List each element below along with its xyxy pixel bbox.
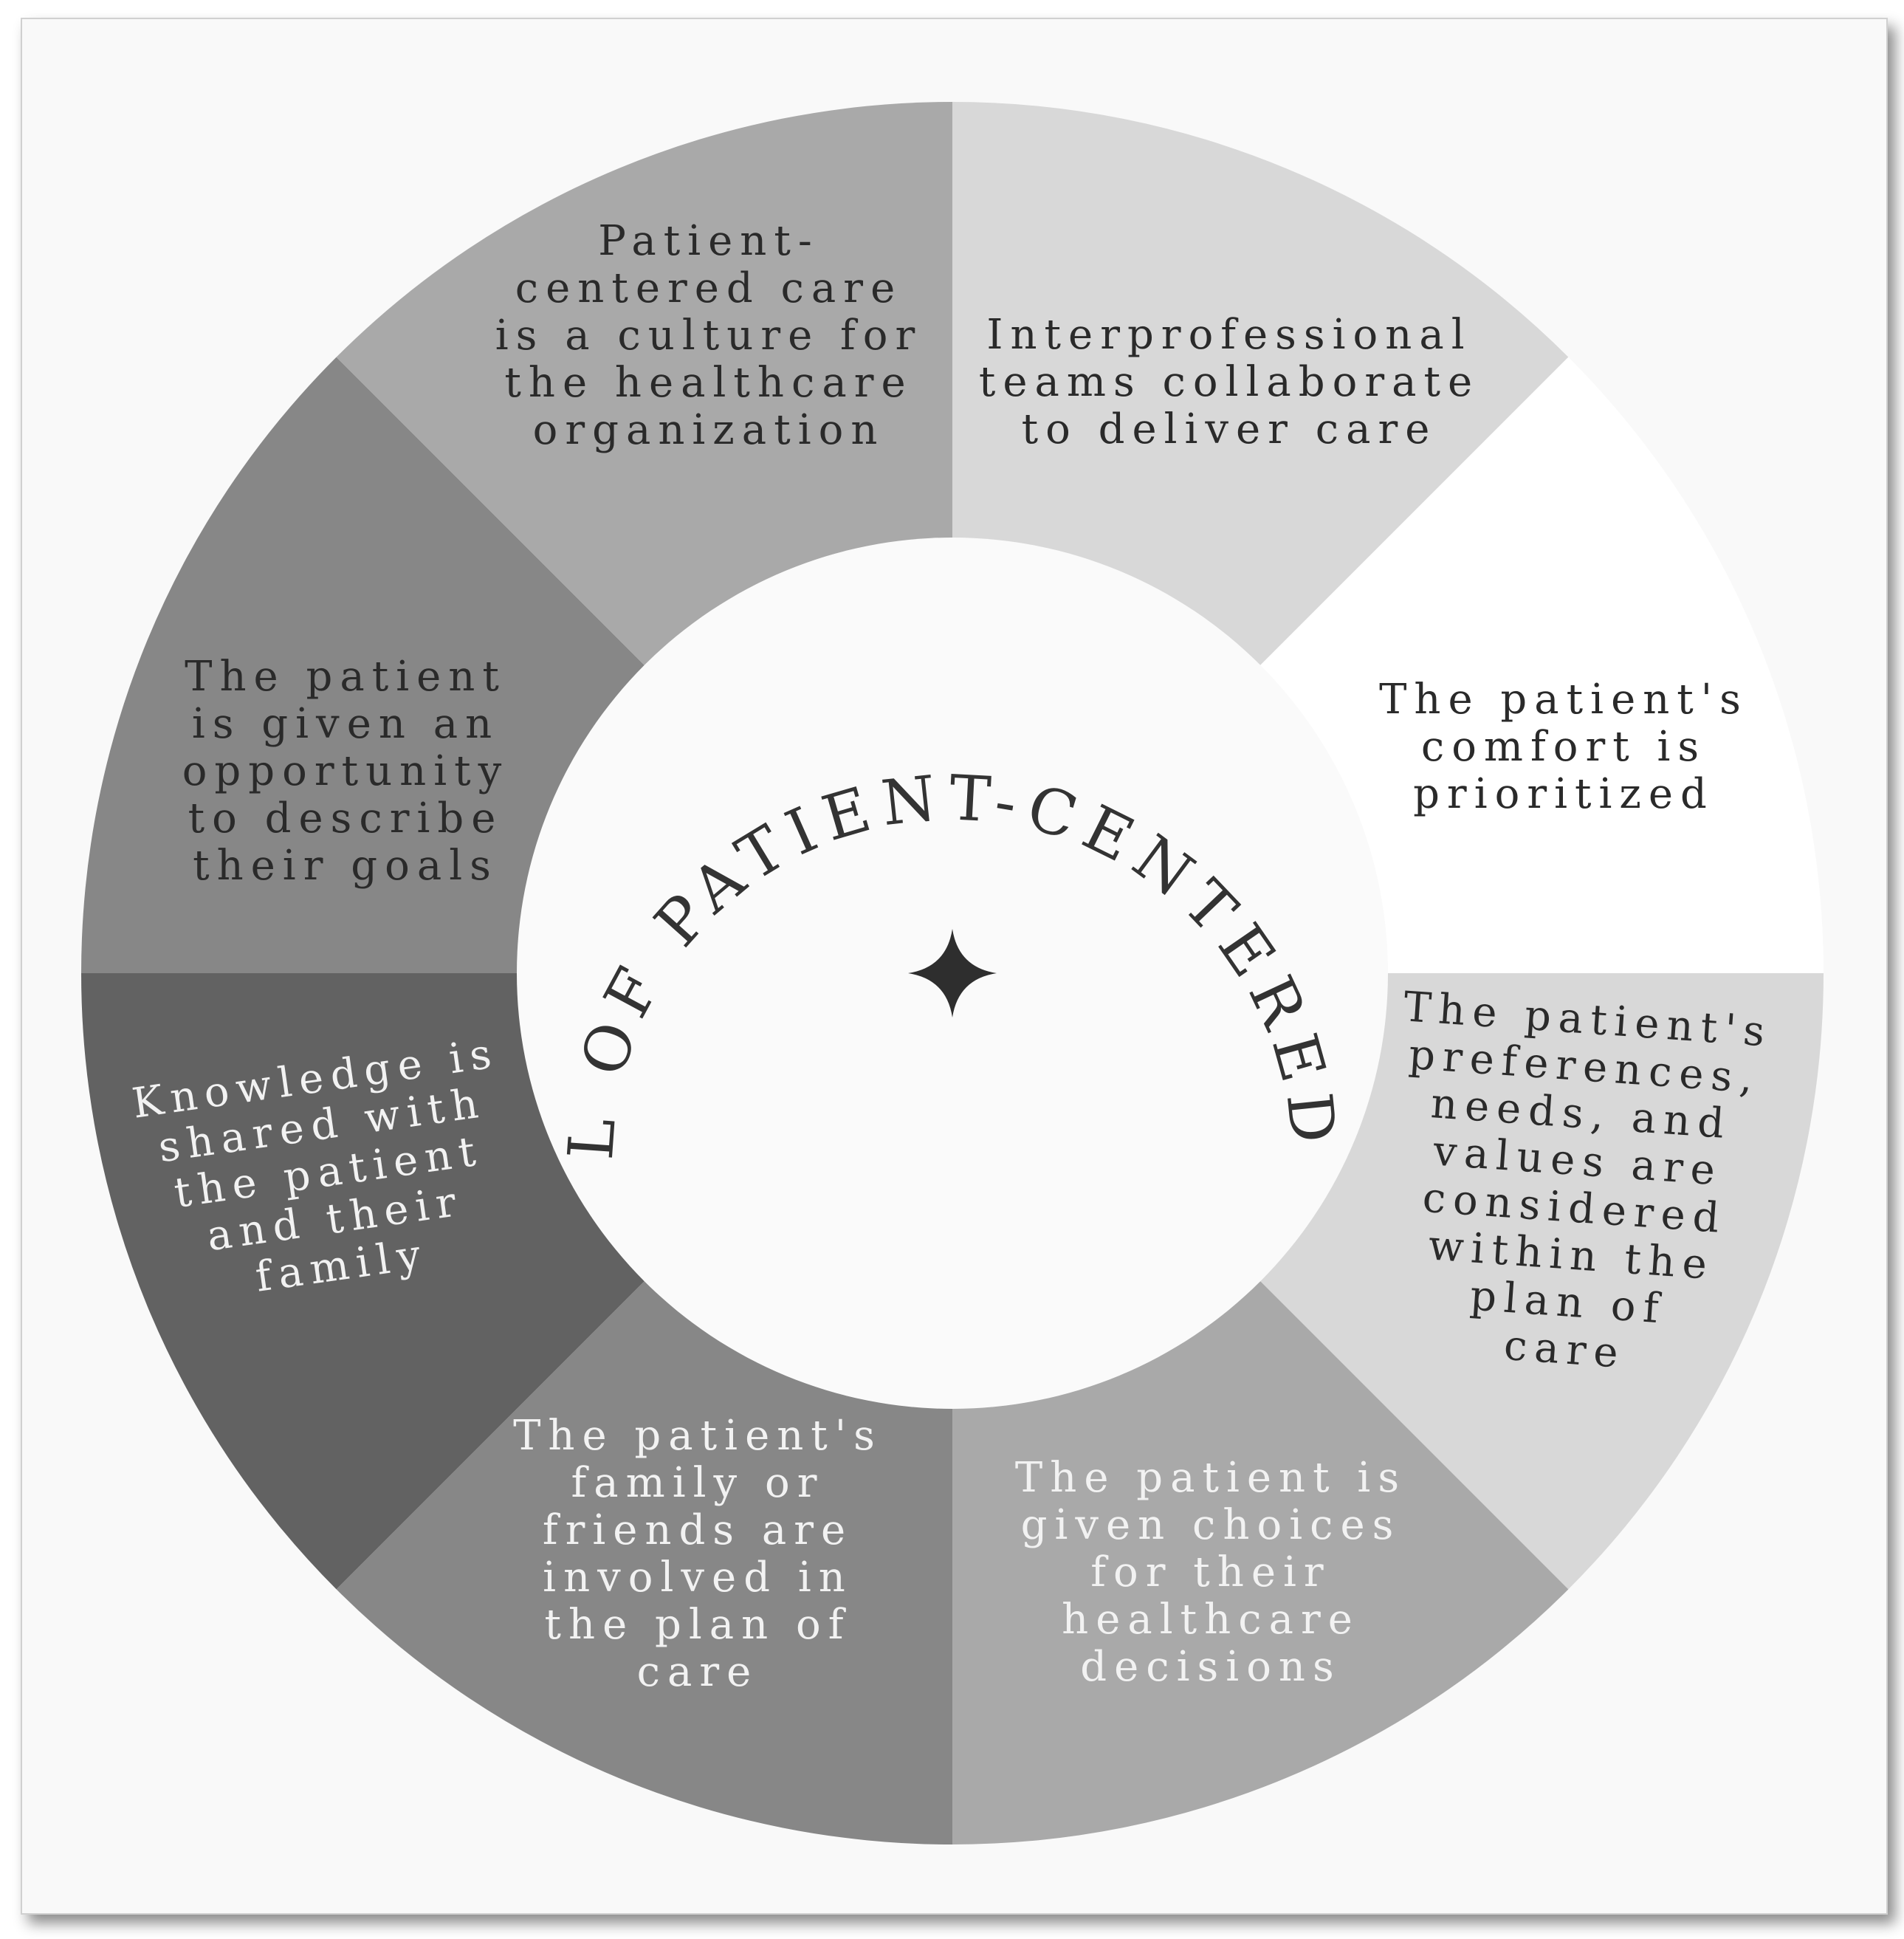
segment-label-line: organization (533, 406, 885, 454)
segment-label-line: The patient (185, 653, 506, 701)
four-point-star-icon (908, 929, 997, 1017)
segment-label-line: The patient's (513, 1412, 882, 1460)
segment-label-line: to deliver care (1022, 405, 1437, 453)
segment-label-line: involved in (543, 1554, 853, 1602)
segment-label-line: care (637, 1648, 759, 1696)
segment-label-line: for their (1090, 1548, 1330, 1596)
segment-label-line: care (1502, 1322, 1627, 1378)
segment-label-line: decisions (1080, 1643, 1341, 1691)
segment-label-line: Interprofessional (986, 311, 1471, 359)
segment-label-line: is given an (192, 700, 499, 748)
segment-label-line: centered care (515, 264, 902, 312)
segment-label-line: prioritized (1413, 770, 1714, 818)
segment-label-line: the healthcare (504, 359, 913, 407)
segment-label-line: opportunity (182, 747, 509, 795)
segment-label-knowledge: Knowledge isshared withthe patientand th… (129, 1029, 528, 1315)
segment-label-line: The patient is (1015, 1454, 1406, 1502)
segment-label-line: is a culture for (495, 312, 922, 360)
segment-label-line: Patient- (598, 217, 819, 265)
segment-label-line: comfort is (1421, 723, 1706, 771)
segment-label-line: The patient's (1379, 676, 1748, 724)
segment-label-line: teams collaborate (979, 358, 1479, 406)
segment-label-line: the plan of (545, 1601, 851, 1649)
segment-label-line: to describe (188, 795, 504, 842)
segment-label-preferences: The patient'spreferences,needs, andvalue… (1379, 983, 1773, 1387)
segment-label-line: given choices (1021, 1501, 1401, 1549)
segment-label-line: healthcare (1062, 1596, 1360, 1644)
segment-label-line: friends are (543, 1506, 853, 1554)
segment-label-line: their goals (193, 842, 498, 890)
segment-label-line: family or (571, 1459, 825, 1507)
